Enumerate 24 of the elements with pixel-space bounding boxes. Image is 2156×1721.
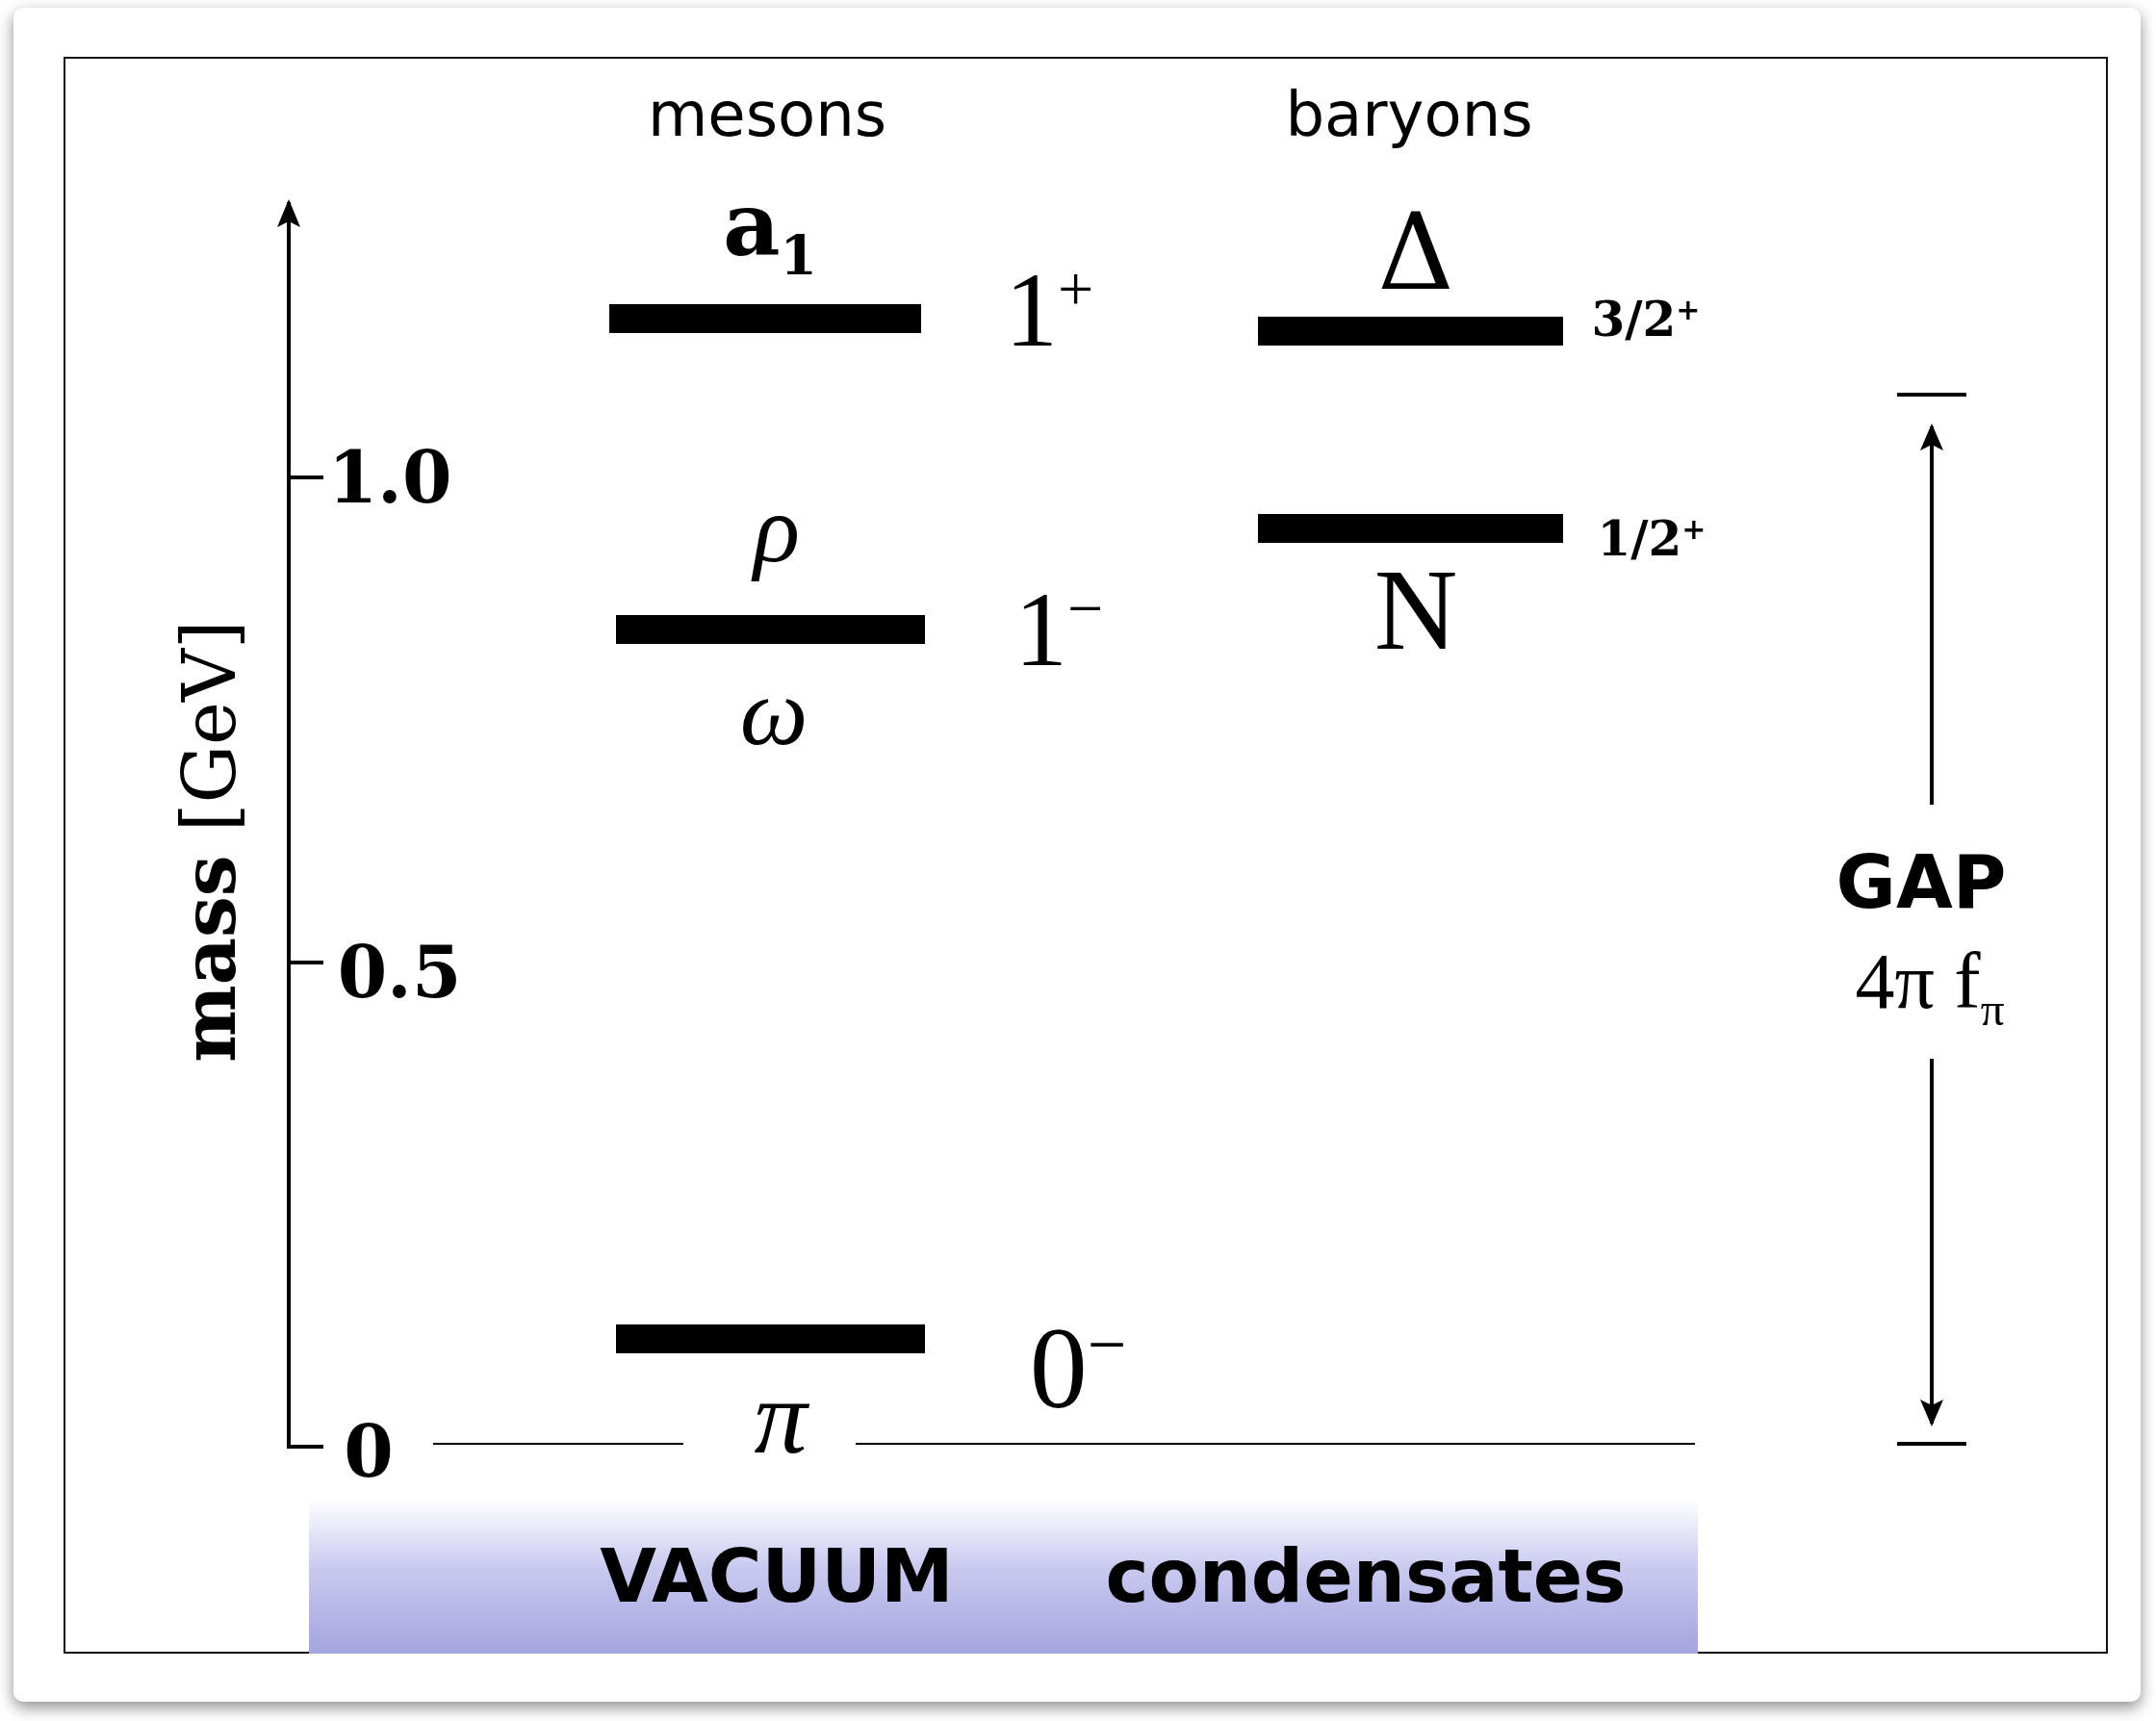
spin-parity-label: 1$^{−}$ bbox=[1014, 576, 1104, 683]
particle-label: Δ bbox=[1377, 199, 1454, 305]
axis-title: mass [GeV] bbox=[173, 620, 246, 1063]
gap-label: GAP bbox=[1835, 846, 2007, 919]
tick-label: 0.5 bbox=[337, 937, 462, 1008]
tick-label: 0 bbox=[344, 1416, 394, 1487]
energy-level-bar bbox=[616, 615, 925, 644]
column-heading: mesons bbox=[647, 84, 887, 145]
energy-level-bar bbox=[609, 304, 921, 333]
gap-formula: 4π f$_{π}$ bbox=[1855, 942, 2005, 1033]
particle-label: ω bbox=[739, 664, 808, 760]
energy-level-bar bbox=[616, 1324, 925, 1353]
particle-label: a$_{1}$ bbox=[723, 180, 817, 282]
spin-parity-label: 0$^{−}$ bbox=[1029, 1309, 1127, 1426]
energy-level-bar bbox=[1258, 514, 1563, 543]
energy-level-bar bbox=[1258, 317, 1563, 346]
particle-label: π bbox=[754, 1364, 808, 1470]
spin-parity-label: 3/2$^{+}$ bbox=[1591, 295, 1701, 345]
band-label: VACUUM bbox=[600, 1539, 954, 1613]
tick-label: 1.0 bbox=[327, 442, 452, 513]
particle-label: N bbox=[1373, 552, 1458, 668]
spin-parity-label: 1$^{+}$ bbox=[1004, 256, 1094, 364]
spin-parity-label: 1/2$^{+}$ bbox=[1597, 514, 1707, 564]
band-label: condensates bbox=[1105, 1539, 1627, 1613]
